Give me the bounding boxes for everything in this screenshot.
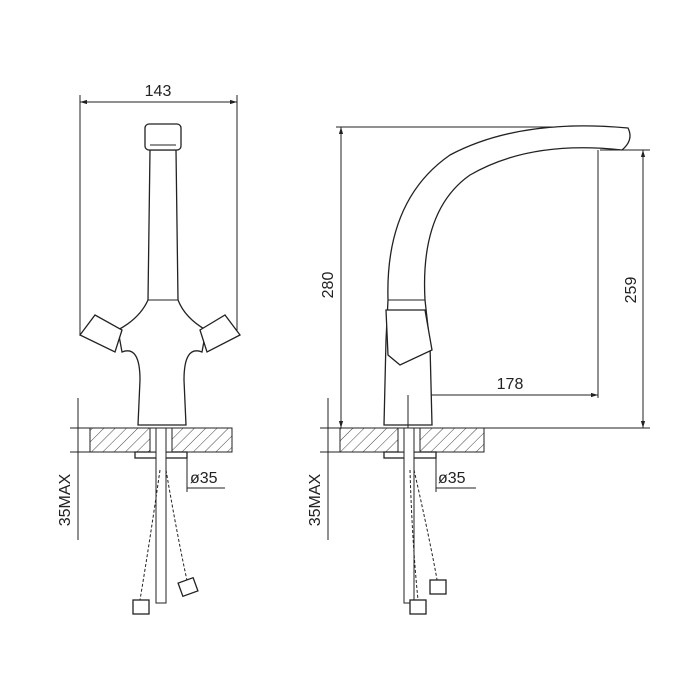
side-hole-diameter-label: ø35: [438, 470, 466, 487]
front-hole-diameter-label: ø35: [190, 470, 218, 487]
height-dimension-label: 280: [320, 272, 337, 299]
side-thickness-label: 35MAX: [307, 473, 324, 526]
side-hose-nut-right: [429, 579, 447, 595]
front-view: 143 35MAX ø35: [57, 83, 241, 615]
front-spout-top: [144, 123, 182, 151]
front-faucet-body: [117, 149, 207, 426]
side-view: 280 259 178 35MAX ø35: [307, 125, 650, 615]
side-hose-nut-left: [409, 599, 427, 615]
side-faucet-body: [383, 125, 631, 426]
front-thickness-label: 35MAX: [57, 473, 74, 526]
front-hose-nut-left: [132, 599, 150, 615]
side-handle: [385, 309, 433, 366]
front-left-handle: [79, 314, 123, 353]
width-dimension-label: 143: [145, 83, 172, 100]
front-hose-nut-right: [177, 576, 199, 598]
reach-dimension-label: 178: [497, 376, 524, 393]
spout-height-dimension-label: 259: [623, 277, 640, 304]
front-right-handle: [199, 314, 241, 353]
